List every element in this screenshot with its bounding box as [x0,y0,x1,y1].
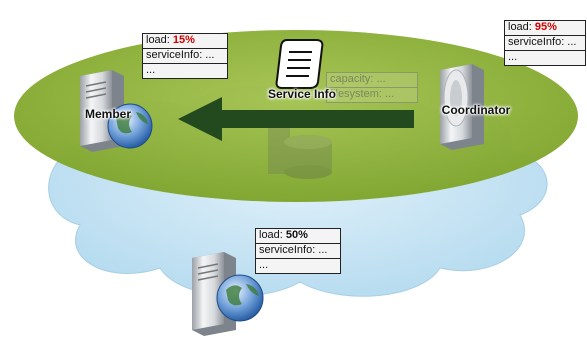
coordinator-load-row: load: 95% [505,21,585,35]
service-info-details: capacity: ... filesystem: ... [326,72,418,103]
cloud-node-info-box: load: 50% serviceInfo: ... ... [255,228,341,274]
coordinator-more: ... [505,50,585,65]
service-info-arrow [178,97,414,141]
coordinator-info-box: load: 95% serviceInfo: ... ... [504,20,586,66]
cloud-node-load-value: 50% [285,229,308,241]
document-icon [275,39,324,89]
coordinator-service-info: serviceInfo: ... [505,35,585,50]
cloud-node-load-label: load: [259,229,286,241]
cloud-node-more: ... [256,258,340,273]
database-icon [268,118,332,179]
cloud-node-service-info: serviceInfo: ... [256,243,340,258]
coordinator-server-icon [440,64,484,150]
coordinator-load-label: load: [508,21,535,33]
member-info-box: load: 15% serviceInfo: ... ... [142,33,228,79]
member-server-icon [80,70,153,152]
coordinator-load-value: 95% [534,21,557,33]
capacity-field: capacity: ... [330,73,386,85]
member-label: Member [84,107,131,121]
cloud-node-load-row: load: 50% [256,229,340,243]
service-info-label: Service Info [267,87,337,101]
member-load-value: 15% [172,34,195,46]
cloud-server-icon [192,252,264,336]
coordinator-label: Coordinator [441,103,511,117]
filesystem-field: filesystem: ... [327,87,417,102]
member-load-row: load: 15% [143,34,227,48]
member-service-info: serviceInfo: ... [143,48,227,63]
member-more: ... [143,63,227,78]
member-load-label: load: [146,34,173,46]
